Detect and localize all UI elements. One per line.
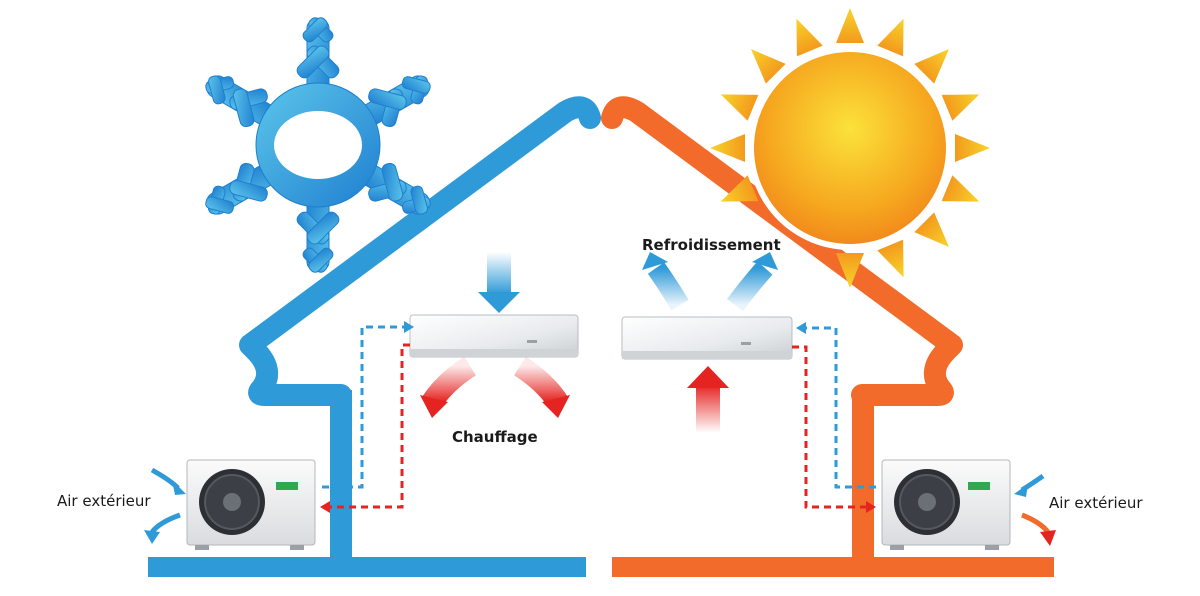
right-roof (601, 96, 963, 406)
left-indoor-unit (409, 314, 579, 358)
left-outdoor-air-arrows (144, 467, 186, 544)
outdoor-air-label-right: Air extérieur (1049, 494, 1143, 512)
left-red-heating-arrows (420, 356, 570, 418)
left-blue-line-arrowhead (404, 321, 414, 333)
right-ground-line (612, 557, 1054, 577)
left-red-line-arrowhead (320, 501, 330, 513)
right-outdoor-air-arrows (1014, 473, 1056, 546)
left-blue-intake-arrow (478, 252, 520, 313)
left-wall (330, 390, 352, 560)
summer-house (601, 96, 1054, 577)
right-blue-line-arrowhead (796, 322, 806, 334)
snowflake-icon (193, 17, 443, 275)
right-red-intake-arrow (687, 366, 729, 433)
right-blue-cooling-arrows (642, 252, 778, 312)
right-outdoor-unit (881, 459, 1011, 550)
outdoor-air-label-left: Air extérieur (57, 492, 151, 510)
right-indoor-unit (621, 316, 793, 360)
sun-icon (710, 8, 990, 288)
right-red-line-arrowhead (866, 501, 876, 513)
heating-label: Chauffage (452, 428, 538, 446)
right-refrigerant-lines (792, 326, 876, 509)
cooling-label: Refroidissement (642, 236, 781, 254)
left-roof (239, 96, 601, 406)
left-outdoor-unit (186, 459, 316, 550)
left-refrigerant-lines (322, 325, 410, 509)
winter-house (148, 96, 601, 577)
left-ground-line (148, 557, 586, 577)
right-wall (852, 390, 874, 560)
